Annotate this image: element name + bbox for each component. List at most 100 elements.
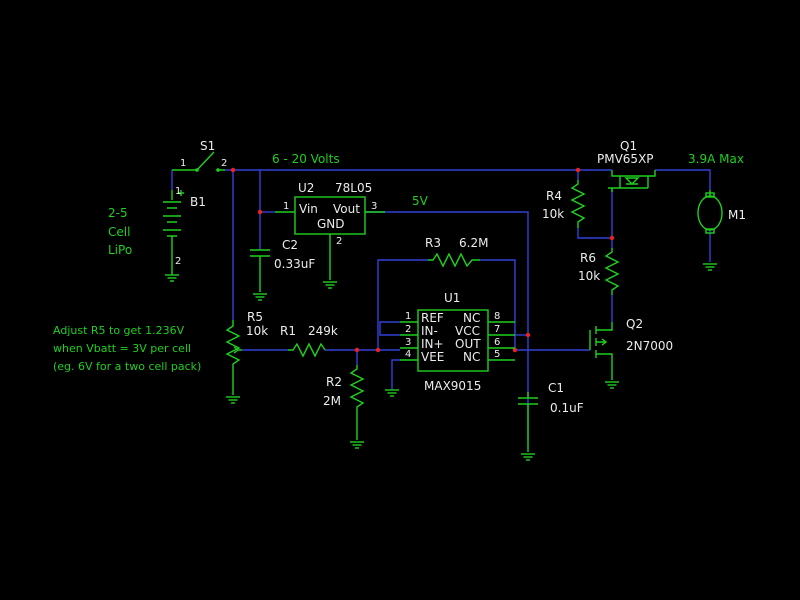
potentiometer-r5: R5 10k: [225, 310, 268, 404]
c2-ref: C2: [282, 238, 298, 252]
c2-value: 0.33uF: [274, 257, 315, 271]
r1-ref: R1: [280, 324, 296, 338]
u2-gnd-label: GND: [317, 217, 345, 231]
m1-body: [697, 195, 723, 231]
u2-pin-3: 3: [371, 201, 377, 212]
s1-pin-1: 1: [180, 158, 186, 169]
junction-dot: [575, 167, 581, 173]
net-label-motor-current: 3.9A Max: [688, 152, 744, 166]
r4-value: 10k: [542, 207, 564, 221]
u2-pin-2: 2: [336, 236, 342, 247]
resistor-r4: R4 10k: [542, 180, 586, 228]
comparator-u1: U1 MAX9015 1 REF 2 IN- 3 IN+ 4 VEE NC 8 …: [384, 291, 515, 397]
wire-r3-right: [480, 259, 516, 350]
b1-pin-2: 2: [175, 256, 181, 267]
transistor-q1: Q1 PMV65XP: [597, 139, 656, 192]
wire-in-minus-ref: [379, 321, 400, 336]
adjust-note-line: (eg. 6V for a two cell pack): [53, 360, 201, 373]
junction-dot: [257, 209, 263, 215]
junction-dots: [230, 167, 615, 353]
u1-pin-leads: [400, 321, 515, 361]
capacitor-c1: C1 0.1uF: [518, 381, 584, 461]
c1-value: 0.1uF: [550, 401, 584, 415]
r1-value: 249k: [308, 324, 338, 338]
u1-pin-number: 2: [405, 324, 411, 335]
switch-contact: [195, 168, 199, 172]
u1-pin-name: IN+: [421, 337, 444, 351]
r3-symbol: [428, 252, 480, 268]
q2-symbol: [589, 322, 613, 380]
c1-symbol: [518, 392, 538, 452]
u1-ref: U1: [444, 291, 460, 305]
r6-ref: R6: [580, 251, 596, 265]
u1-pin-number: 4: [405, 349, 411, 360]
battery-b1: B1 1 2: [163, 186, 206, 282]
net-label-5v: 5V: [412, 194, 429, 208]
q1-diode: [624, 177, 640, 185]
regulator-u2: U2 78L05 Vin Vout GND 1 3 2: [275, 181, 385, 289]
r5-symbol: [225, 320, 241, 395]
r3-value: 6.2M: [459, 236, 488, 250]
r3-ref: R3: [425, 236, 441, 250]
wire-r4-bottom: [577, 228, 612, 239]
junction-dot: [609, 235, 615, 241]
r4-ref: R4: [546, 189, 562, 203]
wires: [171, 169, 711, 440]
capacitor-c2: C2 0.33uF: [250, 238, 315, 301]
transistor-q2: Q2 2N7000: [589, 317, 673, 389]
q2-value: 2N7000: [626, 339, 673, 353]
r4-symbol: [570, 180, 586, 228]
u1-value: MAX9015: [424, 379, 481, 393]
r2-ref: R2: [326, 375, 342, 389]
m1-ref: M1: [728, 208, 746, 222]
u1-pin-name: REF: [421, 311, 444, 325]
m1-terminal: [705, 192, 715, 198]
battery-b1-symbol: [163, 190, 184, 268]
s1-pin-2: 2: [221, 158, 227, 169]
junction-dot: [230, 167, 236, 173]
r5-value: 10k: [246, 324, 268, 338]
junction-dot: [512, 347, 518, 353]
c2-symbol: [250, 249, 270, 292]
u1-pin-name: IN-: [421, 324, 438, 338]
r2-symbol: [349, 365, 365, 440]
wire-5v-net: [365, 211, 529, 440]
r6-value: 10k: [578, 269, 600, 283]
u1-pin-number: 1: [405, 311, 411, 322]
u1-body: [417, 309, 489, 372]
junction-dot: [525, 332, 531, 338]
q2-ref: Q2: [626, 317, 643, 331]
q1-value: PMV65XP: [597, 152, 654, 166]
adjust-note-line: when Vbatt = 3V per cell: [53, 342, 191, 355]
battery-note-line: LiPo: [108, 243, 132, 257]
resistor-r3: R3 6.2M: [425, 236, 488, 268]
u1-pin-number: 5: [494, 349, 500, 360]
u1-pin-name: OUT: [455, 337, 481, 351]
u2-ref: U2: [298, 181, 314, 195]
wire-vee-gnd: [391, 359, 400, 390]
junction-dot: [354, 347, 360, 353]
r1-symbol: [288, 342, 326, 358]
u1-pin-number: 7: [494, 324, 500, 335]
wire-q1-drain-to-motor: [655, 169, 711, 190]
q1-ref: Q1: [620, 139, 637, 153]
m1-terminal: [705, 228, 715, 234]
net-label-supply: 6 - 20 Volts: [272, 152, 340, 166]
u1-pin-number: 3: [405, 337, 411, 348]
u1-pin-number: 6: [494, 337, 500, 348]
switch-s1: S1 1 2: [172, 139, 227, 172]
r6-symbol: [604, 248, 620, 295]
u1-pin-name: VEE: [421, 350, 444, 364]
wire-r3-left: [377, 259, 428, 350]
switch-contact: [216, 168, 220, 172]
r5-ref: R5: [247, 310, 263, 324]
adjust-note-line: Adjust R5 to get 1.236V: [53, 324, 185, 337]
u1-pin-number: 8: [494, 311, 500, 322]
u2-value: 78L05: [335, 181, 372, 195]
r5-wiper: [233, 346, 242, 354]
q1-symbol: [608, 170, 656, 192]
battery-note-line: 2-5: [108, 206, 128, 220]
battery-note-line: Cell: [108, 225, 130, 239]
u2-vin-label: Vin: [299, 202, 318, 216]
resistor-r6: R6 10k: [578, 248, 620, 295]
